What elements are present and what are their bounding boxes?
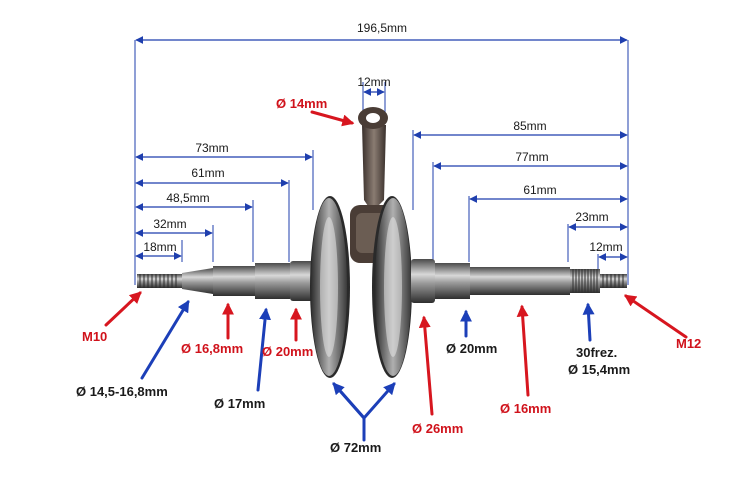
label-left-20: Ø 20mm <box>262 344 313 359</box>
left-taper <box>182 268 213 294</box>
right-thread <box>600 274 627 288</box>
right-shaft-20 <box>435 263 470 299</box>
label-right-85: 85mm <box>513 119 546 133</box>
right-shoulder <box>411 259 435 303</box>
label-taper: Ø 14,5-16,8mm <box>76 384 168 399</box>
arrow-left-17 <box>256 307 272 392</box>
label-left-17: Ø 17mm <box>214 396 265 411</box>
label-right-12: 12mm <box>589 240 622 254</box>
label-left-48: 48,5mm <box>166 191 209 205</box>
label-left-16: Ø 16,8mm <box>181 341 243 356</box>
left-thread <box>137 274 182 288</box>
label-right-16: Ø 16mm <box>500 401 551 416</box>
label-right-26: Ø 26mm <box>412 421 463 436</box>
label-left-32: 32mm <box>153 217 186 231</box>
label-left-18: 18mm <box>143 240 176 254</box>
red-arrows <box>104 110 688 416</box>
label-rod-width: 12mm <box>357 75 390 89</box>
callout-labels: Ø 14mm M10 M12 Ø 16,8mm Ø 20mm Ø 26mm Ø … <box>76 96 701 455</box>
label-m10: M10 <box>82 329 107 344</box>
arrow-right-16 <box>516 304 530 397</box>
label-spline-1: 30frez. <box>576 345 617 360</box>
left-shaft-17 <box>213 266 255 296</box>
left-shoulder <box>290 261 314 301</box>
label-flywheel: Ø 72mm <box>330 440 381 455</box>
arrow-rod-eye <box>310 110 355 127</box>
label-m12: M12 <box>676 336 701 351</box>
arrow-m12 <box>624 294 688 339</box>
label-total: 196,5mm <box>357 21 407 35</box>
arrow-right-26 <box>418 315 434 416</box>
blue-arrows <box>140 299 595 442</box>
extension-lines <box>134 40 629 285</box>
arrow-m10 <box>104 291 142 327</box>
label-right-20: Ø 20mm <box>446 341 497 356</box>
label-left-61: 61mm <box>191 166 224 180</box>
crankshaft <box>137 107 627 378</box>
label-left-73: 73mm <box>195 141 228 155</box>
dimension-labels: 196,5mm 12mm 73mm 61mm 48,5mm 32mm 18mm … <box>143 21 622 254</box>
arrow-spline <box>582 302 595 342</box>
label-right-61: 61mm <box>523 183 556 197</box>
label-right-77: 77mm <box>515 150 548 164</box>
arrow-taper <box>140 299 190 380</box>
left-shaft-20 <box>255 263 290 299</box>
right-shaft-16 <box>470 267 570 295</box>
label-right-23: 23mm <box>575 210 608 224</box>
label-spline-2: Ø 15,4mm <box>568 362 630 377</box>
right-spline <box>570 269 600 293</box>
label-rod-eye: Ø 14mm <box>276 96 327 111</box>
dimension-lines <box>135 36 628 261</box>
